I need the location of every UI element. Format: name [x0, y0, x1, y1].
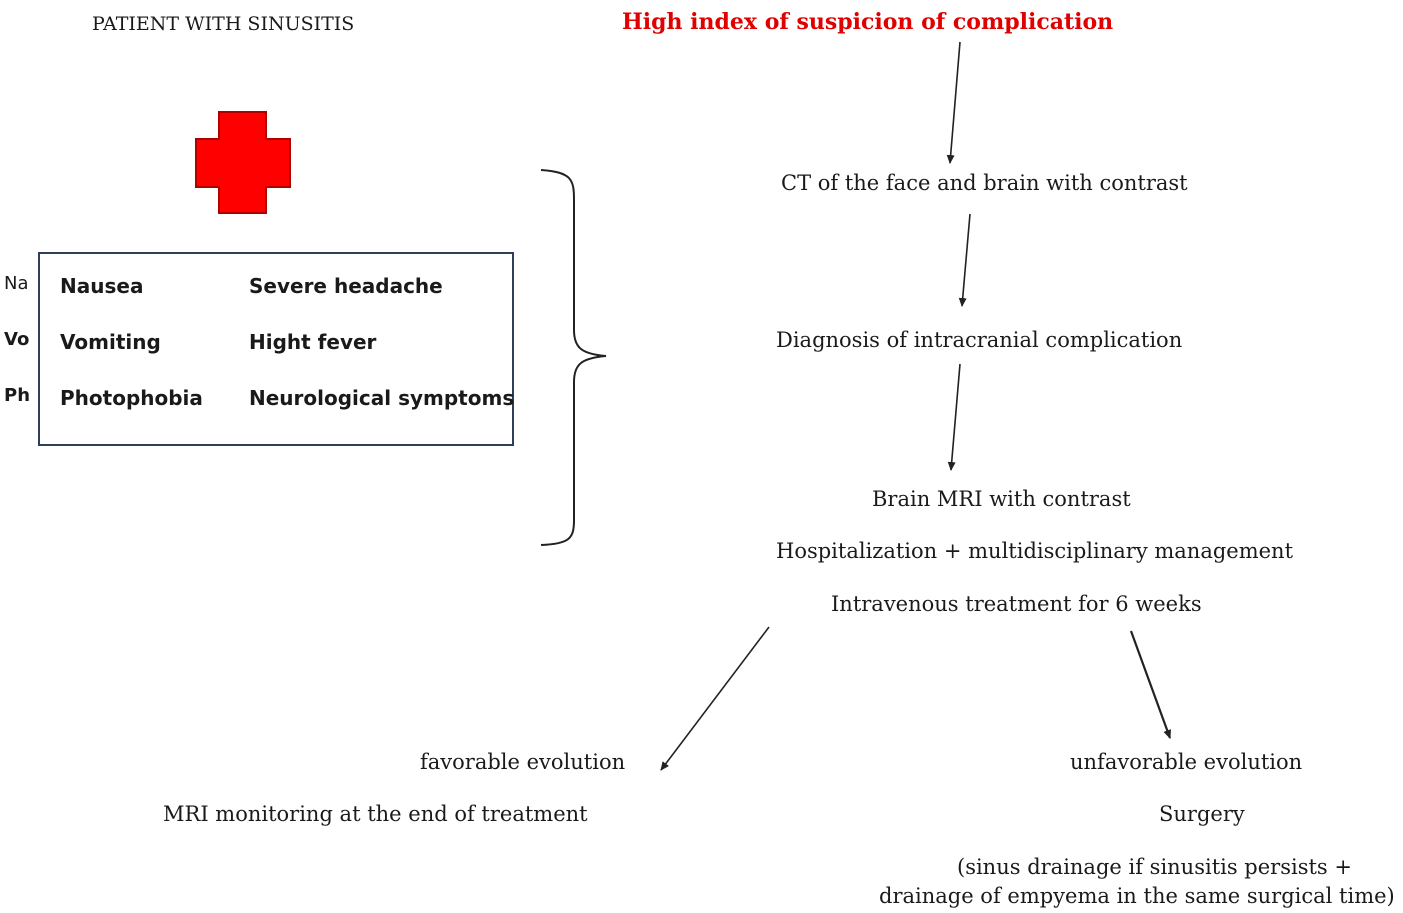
favorable-action: MRI monitoring at the end of treatment [163, 802, 588, 826]
surgery-detail-line1: (sinus drainage if sinusitis persists + [957, 855, 1352, 879]
arrow-to-unfavorable [1129, 630, 1172, 739]
step-mri: Brain MRI with contrast [872, 487, 1131, 511]
step-hospitalization: Hospitalization + multidisciplinary mana… [776, 539, 1294, 563]
curly-brace [540, 169, 607, 546]
surgery-detail-line2: drainage of empyema in the same surgical… [879, 884, 1395, 908]
step-diagnosis: Diagnosis of intracranial complication [776, 328, 1183, 352]
unfavorable-action: Surgery [1159, 802, 1245, 826]
symptom-high-fever: Hight fever [249, 330, 377, 354]
patient-label: PATIENT WITH SINUSITIS [92, 13, 355, 35]
arrow-suspicion-to-ct [946, 41, 961, 164]
abbr-ph: Ph [4, 385, 31, 406]
abbr-vo: Vo [4, 329, 30, 350]
symptom-severe-headache: Severe headache [249, 274, 443, 298]
symptom-nausea: Nausea [60, 274, 144, 298]
symptom-neurological: Neurological symptoms [249, 386, 515, 410]
red-cross-icon [195, 111, 291, 214]
step-iv-treatment: Intravenous treatment for 6 weeks [831, 592, 1202, 616]
suspicion-title: High index of suspicion of complication [622, 9, 1114, 35]
arrow-to-favorable [660, 626, 770, 771]
outcome-favorable: favorable evolution [420, 750, 626, 774]
arrow-diagnosis-to-mri [947, 363, 961, 471]
outcome-unfavorable: unfavorable evolution [1070, 750, 1303, 774]
abbr-na: Na [4, 273, 29, 294]
symptom-vomiting: Vomiting [60, 330, 161, 354]
symptom-photophobia: Photophobia [60, 386, 203, 410]
symptoms-box: Nausea Vomiting Photophobia Severe heada… [38, 252, 514, 446]
arrow-ct-to-diagnosis [958, 213, 971, 307]
step-ct: CT of the face and brain with contrast [781, 171, 1188, 195]
